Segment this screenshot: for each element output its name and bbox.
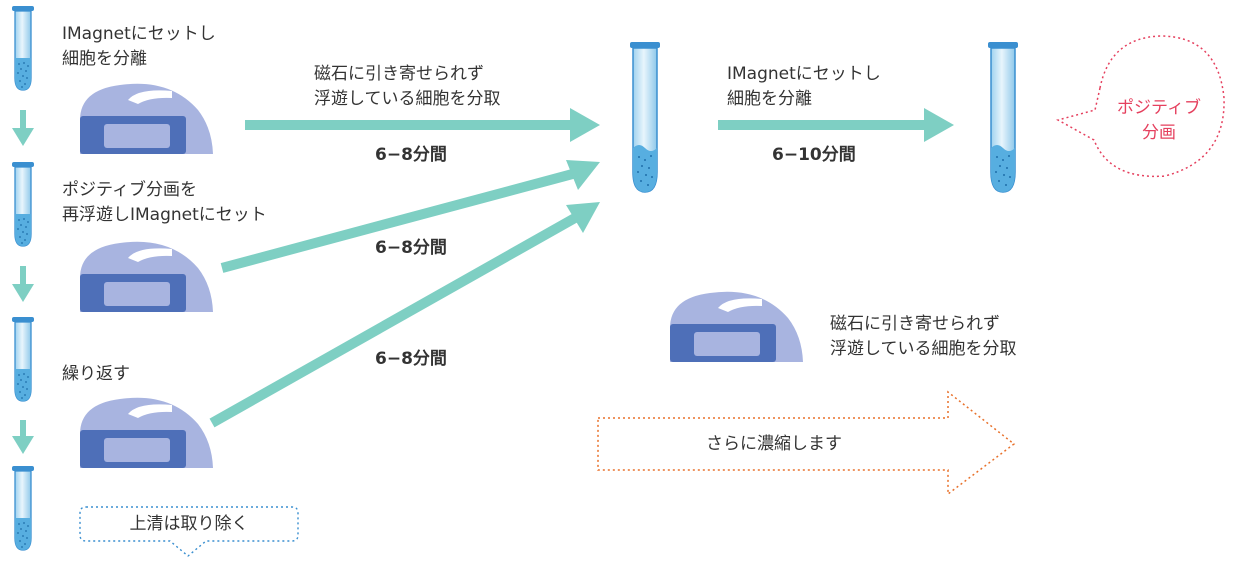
supernatant-callout <box>79 506 299 557</box>
magnet-step1-icon <box>80 83 213 154</box>
tube-step3-icon <box>11 316 35 402</box>
tube-collected-icon <box>629 41 661 193</box>
flow-arrows <box>209 108 954 428</box>
down-arrows <box>12 110 34 454</box>
concentrate-arrow <box>597 390 1016 496</box>
time-label-2: 6−8分間 <box>375 238 447 258</box>
time-label-3: 6−8分間 <box>375 349 447 369</box>
time-label-4: 6−10分間 <box>772 145 856 165</box>
step3-label: 繰り返す <box>62 364 130 384</box>
flow-arrow-icon <box>209 202 600 428</box>
positive-fraction-label: ポジティブ 分画 <box>1117 98 1201 143</box>
magnet-step3-icon <box>80 397 213 468</box>
tube-step1-icon <box>11 5 35 91</box>
second-flow-label: IMagnetにセットし 細胞を分離 <box>727 64 881 109</box>
magnet-step2-icon <box>80 241 213 312</box>
tube-step4-icon <box>11 465 35 551</box>
flow-arrow-icon <box>718 108 954 142</box>
step1-label: IMagnetにセットし 細胞を分離 <box>62 24 216 69</box>
tube-positive-icon <box>987 41 1019 193</box>
flow-arrow-icon <box>245 108 600 142</box>
positive-callout <box>1056 35 1225 178</box>
down-arrow-icon <box>12 420 34 454</box>
flow-arrow-icon <box>220 160 600 273</box>
supernatant-label: 上清は取り除く <box>129 514 249 534</box>
legend-label: 磁石に引き寄せられず 浮遊している細胞を分取 <box>830 314 1017 359</box>
down-arrow-icon <box>12 110 34 146</box>
top-flow-label: 磁石に引き寄せられず 浮遊している細胞を分取 <box>314 64 501 109</box>
step2-label: ポジティブ分画を 再浮遊しIMagnetにセット <box>62 180 267 225</box>
concentrate-label: さらに濃縮します <box>706 434 842 454</box>
down-arrow-icon <box>12 266 34 302</box>
time-label-1: 6−8分間 <box>375 145 447 165</box>
tube-step2-icon <box>11 161 35 247</box>
magnet-legend-icon <box>670 291 803 362</box>
